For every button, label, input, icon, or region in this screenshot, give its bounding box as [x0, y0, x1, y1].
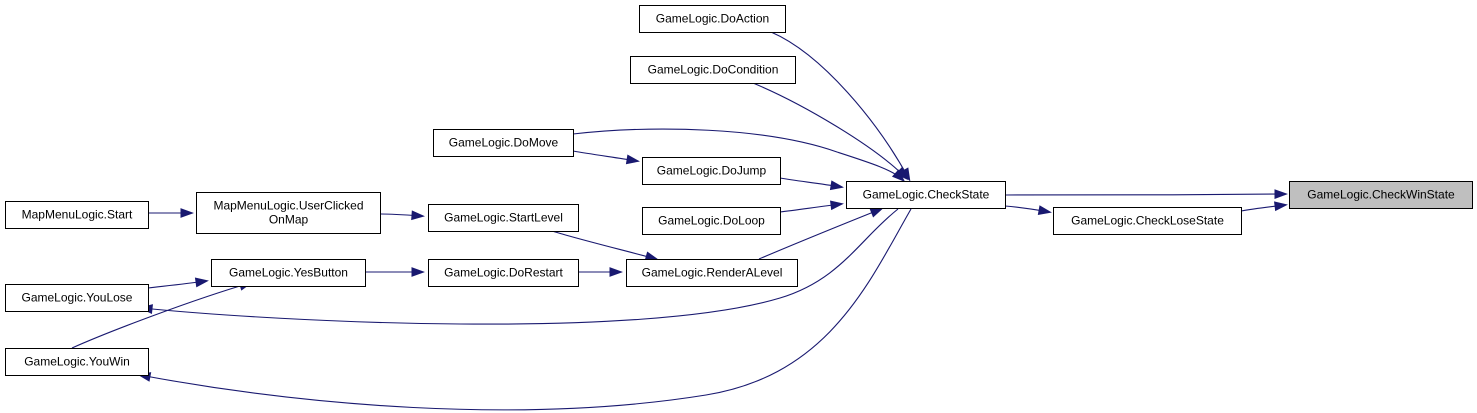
node-doloop[interactable]: GameLogic.DoLoop — [642, 207, 781, 235]
node-box-doaction[interactable] — [639, 5, 786, 33]
node-box-youwin[interactable] — [5, 348, 149, 376]
node-label-yesbutton: GameLogic.YesButton — [229, 266, 348, 280]
edge-youwin-to-yesbutton — [71, 282, 251, 349]
edge-yesbutton-to-dorestart-arrowhead — [411, 267, 425, 277]
node-box-doloop[interactable] — [642, 207, 781, 235]
node-label-userclickedonmap-line-2: OnMap — [269, 213, 309, 227]
edge-dojump-to-checkstate-arrowhead — [829, 180, 844, 191]
node-box-youlose[interactable] — [5, 284, 149, 312]
node-box-mapmenustart[interactable] — [5, 201, 149, 229]
node-youwin[interactable]: GameLogic.YouWin — [5, 348, 149, 376]
edge-checkstate-to-checkwinstate — [1004, 193, 1286, 196]
node-dojump[interactable]: GameLogic.DoJump — [642, 157, 781, 185]
node-box-dorestart[interactable] — [428, 259, 579, 287]
edge-checklosestate-to-checkwinstate-arrowhead — [1274, 201, 1288, 212]
edge-youlose-to-yesbutton-arrowhead — [194, 277, 209, 288]
node-box-docondition[interactable] — [630, 56, 796, 84]
node-label-startlevel: GameLogic.StartLevel — [444, 211, 563, 225]
node-box-dojump[interactable] — [642, 157, 781, 185]
edge-renderalevel-to-checkstate-arrowhead — [869, 207, 884, 218]
node-checklosestate[interactable]: GameLogic.CheckLoseState — [1053, 207, 1242, 235]
edge-domove-to-dojump-arrowhead — [625, 154, 640, 165]
node-box-checklosestate[interactable] — [1053, 207, 1242, 235]
node-checkwinstate[interactable]: GameLogic.CheckWinState — [1289, 181, 1473, 209]
node-youlose[interactable]: GameLogic.YouLose — [5, 284, 149, 312]
edge-doaction-to-checkstate — [770, 31, 910, 180]
node-label-docondition: GameLogic.DoCondition — [648, 63, 779, 77]
node-label-checkstate: GameLogic.CheckState — [863, 188, 990, 202]
node-checkstate[interactable]: GameLogic.CheckState — [846, 181, 1006, 209]
edge-doloop-to-checkstate-arrowhead — [830, 200, 844, 211]
node-label-checkwinstate: GameLogic.CheckWinState — [1307, 188, 1455, 202]
edge-checkstate-to-youwin — [139, 208, 912, 411]
node-label-mapmenustart: MapMenuLogic.Start — [22, 208, 133, 222]
edges-layer — [71, 31, 1288, 411]
edge-checkstate-to-checkwinstate-arrowhead — [1274, 189, 1288, 200]
node-box-startlevel[interactable] — [428, 204, 579, 232]
edge-renderalevel-to-checkstate — [758, 208, 882, 260]
edge-checkstate-to-youlose — [141, 208, 899, 325]
node-label-userclickedonmap-line-1: MapMenuLogic.UserClicked — [213, 199, 363, 213]
node-label-dojump: GameLogic.DoJump — [657, 164, 767, 178]
node-box-yesbutton[interactable] — [211, 259, 366, 287]
node-box-checkwinstate[interactable] — [1289, 181, 1473, 209]
node-dorestart[interactable]: GameLogic.DoRestart — [428, 259, 579, 287]
node-label-renderalevel: GameLogic.RenderALevel — [642, 266, 783, 280]
edge-startlevel-to-renderalevel — [551, 230, 657, 260]
edge-domove-to-checkstate-arrowhead — [891, 169, 906, 182]
node-label-domove: GameLogic.DoMove — [449, 136, 559, 150]
node-label-youlose: GameLogic.YouLose — [22, 291, 133, 305]
edge-docondition-to-checkstate — [752, 82, 907, 179]
node-label-checklosestate: GameLogic.CheckLoseState — [1071, 214, 1224, 228]
node-box-userclickedonmap[interactable] — [196, 192, 381, 234]
node-docondition[interactable]: GameLogic.DoCondition — [630, 56, 796, 84]
node-label-youwin: GameLogic.YouWin — [24, 355, 130, 369]
edge-domove-to-checkstate — [572, 128, 904, 181]
node-label-doloop: GameLogic.DoLoop — [658, 214, 765, 228]
node-startlevel[interactable]: GameLogic.StartLevel — [428, 204, 579, 232]
node-renderalevel[interactable]: GameLogic.RenderALevel — [626, 259, 798, 287]
edge-mapmenustart-to-userclickedonmap-arrowhead — [180, 208, 194, 218]
node-box-renderalevel[interactable] — [626, 259, 798, 287]
node-label-doaction: GameLogic.DoAction — [656, 12, 769, 26]
edge-checkstate-to-checklosestate-arrowhead — [1037, 205, 1052, 216]
node-box-domove[interactable] — [433, 129, 574, 157]
node-label-dorestart: GameLogic.DoRestart — [444, 266, 563, 280]
node-doaction[interactable]: GameLogic.DoAction — [639, 5, 786, 33]
nodes-layer: GameLogic.CheckWinState GameLogic.CheckSt… — [5, 5, 1473, 376]
node-yesbutton[interactable]: GameLogic.YesButton — [211, 259, 366, 287]
edge-userclickedonmap-to-startlevel-arrowhead — [411, 210, 425, 221]
node-domove[interactable]: GameLogic.DoMove — [433, 129, 574, 157]
node-mapmenustart[interactable]: MapMenuLogic.Start — [5, 201, 149, 229]
edge-dorestart-to-renderalevel-arrowhead — [609, 267, 623, 277]
node-box-checkstate[interactable] — [846, 181, 1006, 209]
